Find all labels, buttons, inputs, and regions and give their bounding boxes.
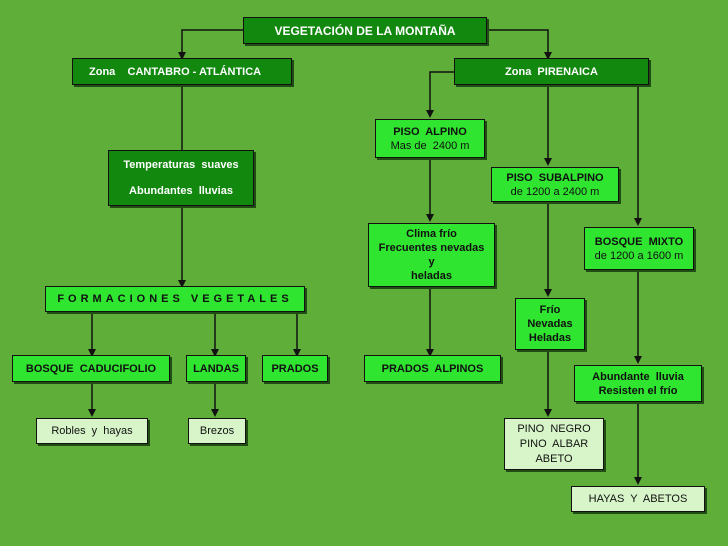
diagram-title: VEGETACIÓN DE LA MONTAÑA [243, 17, 487, 44]
prados: PRADOS [262, 355, 328, 382]
bosque-mixto-range: de 1200 a 1600 m [594, 249, 684, 262]
climate-line: Frío [539, 304, 561, 316]
climate-line: Resisten el frío [598, 384, 678, 397]
species-line: PINO ALBAR [519, 437, 589, 450]
connector-pirenaica-alpino [426, 71, 454, 118]
species-line: ABETO [535, 452, 573, 465]
subalpino-climate: Frío Nevadas Heladas [515, 298, 585, 350]
climate-line: Frecuentes nevadas [378, 242, 485, 254]
climate-line: Temperaturas suaves [123, 159, 239, 171]
climate-line: Nevadas [527, 318, 573, 330]
climate-line: heladas [411, 270, 452, 282]
species-line: PINO NEGRO [517, 422, 591, 435]
zone-pirenaica: Zona PIRENAICA [454, 58, 649, 85]
climate-line: Abundantes lluvias [129, 185, 233, 197]
climate-line: y [428, 256, 435, 268]
climate-line: Abundante lluvia [592, 370, 684, 383]
piso-subalpino: PISO SUBALPINO de 1200 a 2400 m [491, 167, 619, 202]
connector-pirenaica-mixto [634, 71, 649, 226]
cantabro-climate: Temperaturas suaves Abundantes lluvias [108, 150, 254, 206]
climate-line: Heladas [528, 332, 572, 344]
bosque-caducifolio: BOSQUE CADUCIFOLIO [12, 355, 170, 382]
bosque-mixto: BOSQUE MIXTO de 1200 a 1600 m [584, 227, 694, 270]
prados-alpinos: PRADOS ALPINOS [364, 355, 501, 382]
alpino-climate: Clima frío Frecuentes nevadas y heladas [368, 223, 495, 287]
robles-y-hayas: Robles y hayas [36, 418, 148, 444]
piso-alpino: PISO ALPINO Mas de 2400 m [375, 119, 485, 158]
pinos-abeto: PINO NEGRO PINO ALBAR ABETO [504, 418, 604, 470]
climate-line: Clima frío [406, 228, 457, 240]
mixto-climate: Abundante lluvia Resisten el frío [574, 365, 702, 402]
connector-title-pirenaica [487, 29, 552, 60]
brezos: Brezos [188, 418, 246, 444]
landas: LANDAS [186, 355, 246, 382]
formaciones-vegetales: FORMACIONES VEGETALES [45, 286, 305, 312]
piso-subalpino-range: de 1200 a 2400 m [510, 185, 600, 198]
bosque-mixto-title: BOSQUE MIXTO [594, 235, 684, 248]
piso-alpino-range: Mas de 2400 m [390, 139, 470, 152]
connector-title-cantabro [178, 29, 243, 60]
piso-subalpino-title: PISO SUBALPINO [506, 171, 604, 184]
zone-cantabro: Zona CANTABRO - ATLÁNTICA [72, 58, 292, 85]
hayas-y-abetos: HAYAS Y ABETOS [571, 486, 705, 512]
piso-alpino-title: PISO ALPINO [393, 125, 467, 138]
